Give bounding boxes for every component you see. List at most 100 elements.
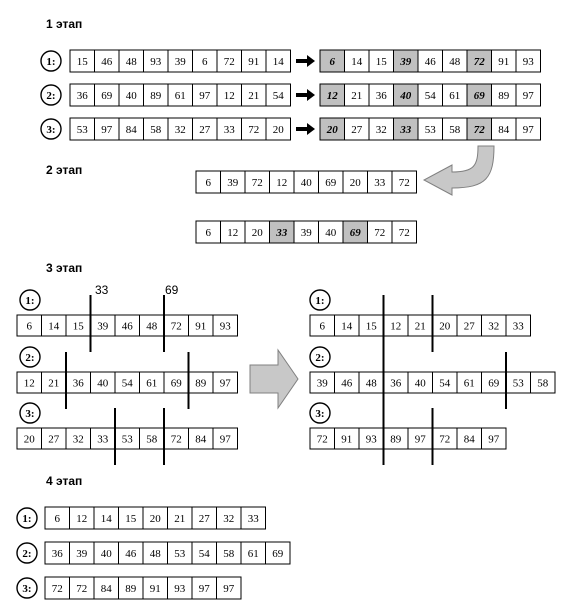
stage1-output-2-value: 89: [498, 90, 510, 102]
stage-3-label: 3 этап: [46, 261, 82, 275]
stage1-input-1-value: 91: [248, 56, 259, 68]
stage4-2-cell: [265, 541, 291, 565]
stage3-right-2-value: 36: [390, 378, 402, 390]
stage3-left-1-value: 14: [48, 321, 60, 333]
stage4-2-value: 40: [101, 548, 113, 560]
stage3-right-1-value: 32: [488, 321, 499, 333]
stage4-row-2-circle: [16, 542, 38, 564]
stage3-right-2-value: 39: [317, 378, 329, 390]
stage1-output-2-value: 69: [474, 90, 486, 102]
stage2-sorted-value: 20: [252, 227, 264, 239]
stage4-3-value: 93: [174, 583, 186, 595]
stage4-3-cell: [216, 576, 242, 600]
stage3-left-row-2-circle: [19, 346, 41, 368]
stage3-left-3-value: 72: [171, 434, 182, 446]
stage3-left-1-value: 48: [146, 321, 158, 333]
stage3-right-3-value: 91: [341, 434, 352, 446]
stage4-row-3-index: 3:: [22, 583, 31, 595]
stage1-output-3-value: 20: [326, 124, 339, 136]
stage1-row-2-circle: [40, 84, 62, 106]
stage3-block-arrow: [249, 348, 299, 410]
stage1-input-3-value: 33: [224, 124, 236, 136]
stage1-output-3-value: 53: [425, 124, 437, 136]
stage1-output-1-value: 72: [474, 56, 486, 68]
stage1-input-2-value: 36: [77, 90, 89, 102]
stage1-output-3-value: 84: [498, 124, 510, 136]
stage1-output-3-cell: [515, 117, 541, 141]
stage2-merged-value: 72: [399, 177, 410, 189]
stage3-right-3-value: 72: [439, 434, 450, 446]
stage2-sorted-value: 33: [275, 227, 288, 239]
stage1-input-2-value: 12: [224, 90, 235, 102]
stage1-input-3-value: 53: [77, 124, 89, 136]
stage2-sorted-value: 72: [374, 227, 385, 239]
stage3-left-3-value: 53: [122, 434, 134, 446]
stage2-sorted-value: 72: [399, 227, 410, 239]
stage1-output-3-value: 32: [376, 124, 387, 136]
stage2-sorted-value: 40: [325, 227, 337, 239]
stage2-merged-value: 20: [350, 177, 362, 189]
stage1-output-3-value: 72: [474, 124, 486, 136]
stage3-left-1-value: 91: [195, 321, 206, 333]
stage3-left-3-value: 97: [220, 434, 232, 446]
stage4-3-value: 72: [52, 583, 63, 595]
stage4-2-value: 48: [150, 548, 162, 560]
stage1-output-2-value: 12: [327, 90, 339, 102]
stage4-1-value: 15: [125, 513, 137, 525]
stage1-output-2-value: 97: [523, 90, 535, 102]
stage2-merged-value: 6: [206, 177, 212, 189]
stage3-right-1-value: 33: [513, 321, 525, 333]
stage1-output-1-value: 91: [498, 56, 509, 68]
stage1-row-3-index: 3:: [46, 124, 55, 136]
stage4-1-value: 21: [174, 513, 185, 525]
stage1-input-1-value: 48: [126, 56, 138, 68]
stage1-input-2-value: 21: [248, 90, 259, 102]
stage3-right-2-value: 54: [439, 378, 451, 390]
stage4-2-value: 61: [248, 548, 259, 560]
stage3-left-1-value: 39: [97, 321, 109, 333]
stage1-arrow-3: [296, 123, 315, 135]
stage3-right-2-value: 61: [464, 378, 475, 390]
stage4-1-value: 12: [76, 513, 87, 525]
stage3-right-row-3-index: 3:: [315, 408, 324, 420]
stage1-output-1-value: 93: [523, 56, 535, 68]
stage2-curved-arrow: [422, 145, 495, 196]
stage1-input-1-value: 14: [273, 56, 285, 68]
stage2-sorted-value: 69: [350, 227, 362, 239]
stage4-2-value: 46: [125, 548, 137, 560]
stage3-right-3-value: 97: [415, 434, 427, 446]
stage3-left-1-value: 15: [73, 321, 85, 333]
stage1-input-1-value: 46: [101, 56, 113, 68]
stage3-right-2-value: 53: [513, 378, 525, 390]
stage1-output-2-value: 40: [399, 90, 412, 102]
stage3-left-3-value: 32: [73, 434, 84, 446]
stage4-1-value: 32: [223, 513, 234, 525]
stage1-output-3-value: 58: [449, 124, 461, 136]
stage3-left-2-value: 36: [73, 378, 85, 390]
stage4-3-value: 97: [199, 583, 211, 595]
stage4-2-value: 58: [223, 548, 235, 560]
stage2-merged-value: 12: [276, 177, 287, 189]
stage3-left-1-value: 93: [220, 321, 232, 333]
stage4-row-1-index: 1:: [22, 513, 31, 525]
stage3-right-2-value: 48: [366, 378, 378, 390]
stage3-right-row-3-circle: [309, 402, 331, 424]
stage2-merged-value: 72: [252, 177, 263, 189]
stage3-left-2-value: 40: [97, 378, 109, 390]
stage3-left-3-value: 58: [146, 434, 158, 446]
stage3-right-1-value: 15: [366, 321, 378, 333]
stage4-row-3-circle: [16, 577, 38, 599]
stage1-output-2-value: 21: [351, 90, 362, 102]
stage1-output-3-value: 33: [399, 124, 412, 136]
stage4-3-value: 84: [101, 583, 113, 595]
stage4-2-value: 53: [174, 548, 186, 560]
stage1-output-2-value: 61: [449, 90, 460, 102]
stage3-left-3-value: 33: [97, 434, 109, 446]
stage3-left-row-2-index: 2:: [25, 352, 34, 364]
stage4-2-value: 54: [199, 548, 211, 560]
stage3-right-1-value: 12: [390, 321, 401, 333]
stage3-left-3-value: 20: [24, 434, 36, 446]
stage3-left-1-cell: [212, 314, 238, 337]
